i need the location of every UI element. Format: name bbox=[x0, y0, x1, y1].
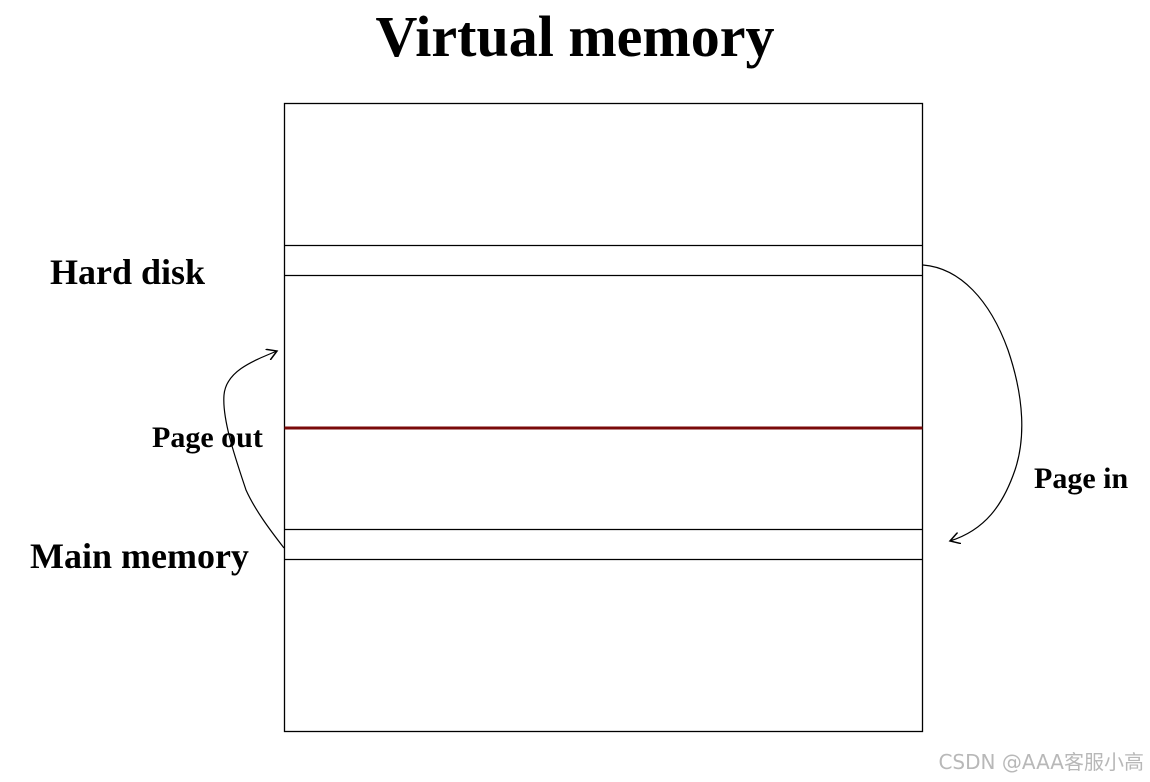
watermark: CSDN @AAA客服小高 bbox=[938, 750, 1144, 774]
diagram-title: Virtual memory bbox=[375, 4, 775, 69]
page-out-label: Page out bbox=[152, 421, 263, 454]
page-out-arrow bbox=[223, 351, 285, 549]
main-memory-label: Main memory bbox=[30, 536, 249, 576]
virtual-memory-box bbox=[283, 102, 924, 733]
hard-disk-label: Hard disk bbox=[50, 252, 206, 292]
page-in-label: Page in bbox=[1034, 462, 1129, 495]
page-in-arrow bbox=[922, 264, 1023, 541]
